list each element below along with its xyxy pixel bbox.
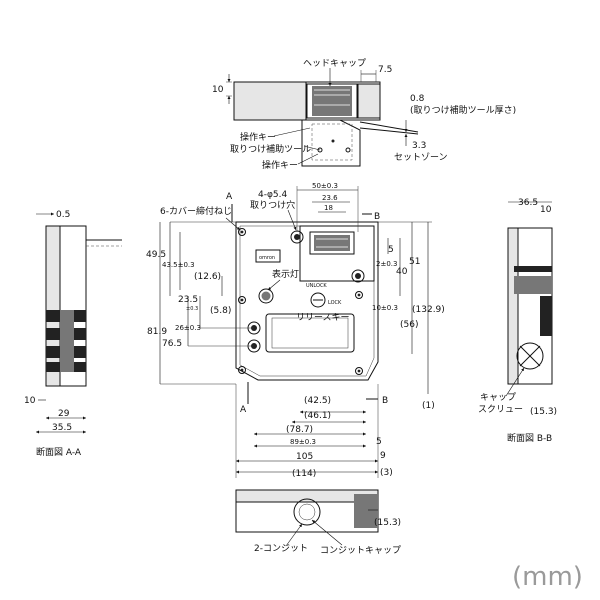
dim-114: (114) (292, 469, 316, 479)
key-slot-frame (309, 231, 355, 255)
head-cap-shade (312, 86, 352, 116)
dim-23-5-tol: ±0.3 (186, 306, 198, 312)
key-hole-2 (345, 147, 351, 153)
section-b-top: B (374, 212, 380, 222)
cover-screw-label: 6-カバー締付ねじ (160, 205, 232, 217)
lock-label: LOCK (328, 300, 342, 306)
top-dim-10: 10 (212, 85, 224, 95)
dim-42-5: (42.5) (304, 396, 331, 406)
head-section (299, 225, 375, 282)
op-key-label-2: 操作キー (262, 159, 298, 171)
release-key-label: リリースキー (296, 313, 350, 323)
dim-46-1: (46.1) (304, 411, 331, 421)
conduit-label: 2-コンジット (254, 544, 308, 554)
dim-76-5: 76.5 (162, 339, 182, 349)
dim-2: 2±0.3 (376, 260, 397, 268)
cover-screw-1 (238, 228, 246, 236)
dim-105: 105 (296, 452, 313, 462)
sec-a-dim-0-5: 0.5 (56, 210, 70, 220)
dim-5: 5 (388, 245, 394, 255)
key-hole-1 (317, 147, 323, 153)
head-cap-label: ヘッドキャップ (303, 58, 366, 69)
sec-a-dim-10: 10 (24, 396, 36, 406)
brand-plate (255, 249, 281, 263)
indicator-lamp (258, 288, 274, 304)
op-key-label: 操作キー (240, 131, 276, 143)
unit-label: (mm) (512, 562, 583, 592)
section-b-view: 36.5 10 キャップ スクリュー (15.3) 断面図 B-B (478, 198, 557, 444)
dim-89: 89±0.3 (290, 438, 316, 446)
dim-1: (1) (422, 401, 435, 411)
set-zone-label: セットゾーン (394, 152, 448, 163)
dim-3: (3) (380, 468, 393, 478)
unlock-label: UNLOCK (306, 283, 327, 289)
cover-screw-5 (355, 367, 363, 375)
hole-label-1: 4-φ5.4 (258, 190, 287, 200)
section-a-view: 0.5 10 29 35.5 断面図 A-A (24, 210, 122, 458)
dim-23-6: 23.6 (322, 194, 338, 202)
sec-b-title: 断面図 B-B (507, 432, 552, 444)
cover-screw-4 (355, 291, 363, 299)
cover-screw-2 (238, 296, 246, 304)
conduit-circle (293, 498, 321, 526)
top-dim-0-8: 0.8 (410, 94, 425, 104)
sec-a-title: 断面図 A-A (36, 446, 82, 458)
tool-thickness-label: (取りつけ補助ツール厚さ) (410, 104, 516, 116)
mounting-tool-plate (359, 121, 419, 133)
dim-12-6: (12.6) (194, 272, 221, 282)
front-body-outline (235, 221, 379, 381)
dim-50: 50±0.3 (312, 182, 338, 190)
dim-5-8: (5.8) (210, 306, 231, 316)
dim-40: 40 (396, 267, 408, 277)
mount-tool-label: 取りつけ補助ツール (230, 143, 311, 155)
indicator-label: 表示灯 (272, 268, 299, 280)
top-dim-7-5: 7.5 (378, 65, 392, 75)
dim-10: 10±0.3 (372, 304, 398, 312)
dim-5b: 5 (376, 437, 382, 447)
dim-78-7: (78.7) (286, 425, 313, 435)
release-key-window (265, 313, 355, 353)
mount-hole-right (351, 269, 365, 283)
top-body-left (234, 82, 306, 120)
dim-43-5: 43.5±0.3 (162, 261, 195, 269)
release-key-knob (310, 292, 326, 308)
section-a-bottom: A (240, 405, 247, 415)
sec-a-dim-35-5: 35.5 (52, 423, 72, 433)
section-b-bottom: B (382, 396, 388, 406)
sec-b-dim-36-5: 36.5 (518, 198, 538, 208)
sec-a-dim-29: 29 (58, 409, 70, 419)
dim-56: (56) (400, 320, 418, 330)
hole-label-2: 取りつけ穴 (250, 199, 295, 211)
dim-49-5: 49.5 (146, 250, 166, 260)
key-slot (314, 235, 350, 251)
cap-screw-label-2: スクリュー (478, 404, 523, 415)
sec-b-dim-10: 10 (540, 205, 552, 215)
sec-b-dim-15-3: (15.3) (530, 407, 557, 417)
top-view: 10 7.5 ヘッドキャップ 0.8 (取りつけ補助ツール厚さ) 3.3 セット… (212, 58, 516, 171)
front-view: omron リリースキー UNLOCK LOCK A A (146, 182, 445, 479)
dim-132-9: (132.9) (412, 305, 445, 315)
section-a-top: A (226, 192, 233, 202)
bottom-dim-15-3: (15.3) (374, 518, 401, 528)
cap-screw-label-1: キャップ (480, 392, 516, 403)
bottom-view: (15.3) 2-コンジット コンジットキャップ (235, 489, 401, 556)
conduit-cap-label: コンジットキャップ (320, 545, 401, 556)
dim-9: 9 (380, 451, 386, 461)
dim-18: 18 (324, 204, 333, 212)
top-dim-3-3: 3.3 (412, 141, 426, 151)
cap-screw-circle (516, 342, 544, 370)
dim-51: 51 (409, 257, 420, 267)
brand-text: omron (259, 255, 275, 261)
head-cap-block (306, 83, 358, 119)
cover-screw-3 (238, 366, 246, 374)
dim-81-9: 81.9 (147, 327, 167, 337)
operation-key-outline (301, 119, 361, 167)
